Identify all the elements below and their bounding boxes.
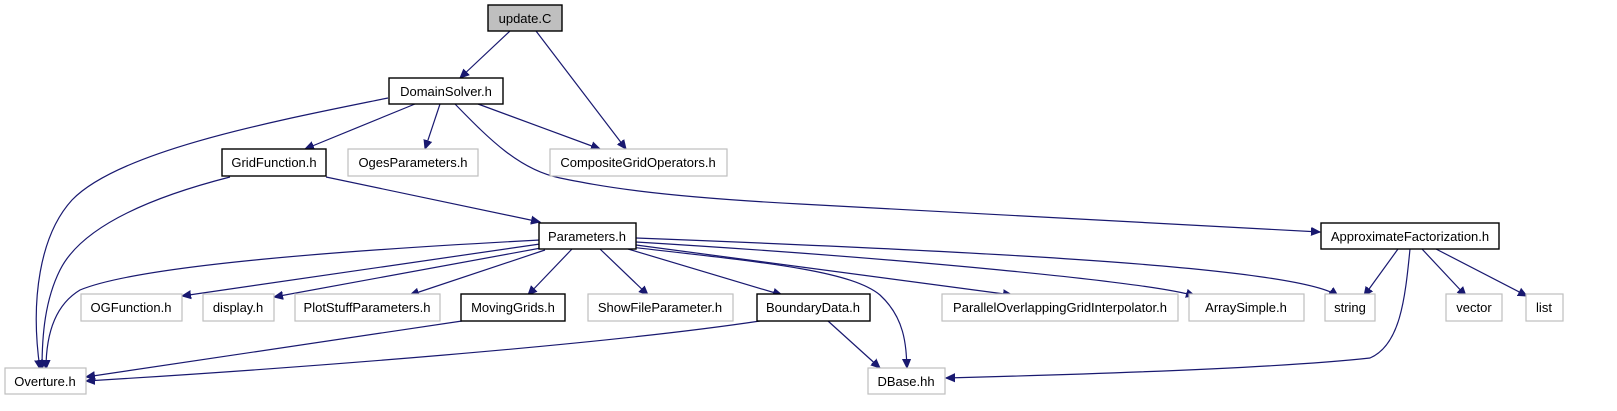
node-plotstuffparameters-h[interactable]: PlotStuffParameters.h [294,293,441,322]
node-label-paralleloverlappinggridinterpolator-h: ParallelOverlappingGridInterpolator.h [953,300,1167,315]
edge-parameters-h-to-string [635,237,1338,296]
edge-update-c-to-compositegridoperators-h [535,30,626,149]
node-vector[interactable]: vector [1445,293,1503,322]
edge-layer [36,30,1527,381]
edge-parameters-h-to-showfileparameter-h [599,248,648,295]
edge-gridfunction-h-to-parameters-h [325,176,540,222]
node-boundarydata-h[interactable]: BoundaryData.h [756,293,871,322]
edge-parameters-h-to-movinggrids-h [528,248,573,295]
node-label-vector: vector [1456,300,1492,315]
edge-update-c-to-domainsolver-h [460,30,511,78]
node-label-boundarydata-h: BoundaryData.h [766,300,860,315]
node-label-ogfunction-h: OGFunction.h [91,300,172,315]
node-label-parameters-h: Parameters.h [548,229,626,244]
node-display-h[interactable]: display.h [202,293,275,322]
node-domainsolver-h[interactable]: DomainSolver.h [388,77,504,105]
edge-parameters-h-to-plotstuffparameters-h [410,249,546,295]
edge-approximatefactorization-h-to-string [1364,248,1399,296]
node-label-arraysimple-h: ArraySimple.h [1205,300,1287,315]
node-label-approximatefactorization-h: ApproximateFactorization.h [1331,229,1489,244]
node-label-domainsolver-h: DomainSolver.h [400,84,492,99]
node-label-list: list [1536,300,1552,315]
edge-parameters-h-to-paralleloverlappinggridinterpolator-h [635,244,1012,295]
node-ogesparameters-h[interactable]: OgesParameters.h [347,148,479,177]
edge-parameters-h-to-display-h [274,247,542,297]
node-label-showfileparameter-h: ShowFileParameter.h [598,300,722,315]
node-label-display-h: display.h [213,300,263,315]
node-update-c[interactable]: update.C [487,4,563,32]
node-compositegridoperators-h[interactable]: CompositeGridOperators.h [549,148,728,177]
edge-approximatefactorization-h-to-dbase-hh [946,248,1411,378]
edge-parameters-h-to-boundarydata-h [627,248,782,295]
node-label-compositegridoperators-h: CompositeGridOperators.h [560,155,715,170]
edge-approximatefactorization-h-to-list [1435,248,1527,296]
node-label-movinggrids-h: MovingGrids.h [471,300,555,315]
edge-boundarydata-h-to-overture-h [86,320,761,381]
node-gridfunction-h[interactable]: GridFunction.h [221,148,327,177]
edge-domainsolver-h-to-compositegridoperators-h [477,103,600,149]
edge-parameters-h-to-overture-h [46,239,541,369]
edge-domainsolver-h-to-ogesparameters-h [425,103,441,149]
edge-domainsolver-h-to-overture-h [36,97,389,369]
node-label-gridfunction-h: GridFunction.h [231,155,316,170]
node-label-ogesparameters-h: OgesParameters.h [358,155,467,170]
node-dbase-hh[interactable]: DBase.hh [867,367,946,395]
node-layer: update.C DomainSolver.h GridFunction.h O… [4,4,1564,395]
node-approximatefactorization-h[interactable]: ApproximateFactorization.h [1320,222,1500,250]
node-movinggrids-h[interactable]: MovingGrids.h [460,293,566,322]
edge-domainsolver-h-to-gridfunction-h [305,103,416,149]
node-label-plotstuffparameters-h: PlotStuffParameters.h [304,300,431,315]
node-list[interactable]: list [1525,293,1564,322]
node-label-update-c: update.C [499,11,552,26]
edge-gridfunction-h-to-overture-h [42,176,231,369]
node-label-string: string [1334,300,1366,315]
edge-movinggrids-h-to-overture-h [86,320,463,377]
node-ogfunction-h[interactable]: OGFunction.h [80,293,183,322]
edge-boundarydata-h-to-dbase-hh [827,320,880,368]
node-overture-h[interactable]: Overture.h [4,367,87,395]
edge-parameters-h-to-ogfunction-h [182,243,541,296]
edge-parameters-h-to-dbase-hh [629,246,907,368]
edge-approximatefactorization-h-to-vector [1421,248,1466,296]
node-showfileparameter-h[interactable]: ShowFileParameter.h [587,293,734,322]
node-arraysimple-h[interactable]: ArraySimple.h [1188,293,1305,322]
node-label-overture-h: Overture.h [14,374,75,389]
node-label-dbase-hh: DBase.hh [877,374,934,389]
node-paralleloverlappinggridinterpolator-h[interactable]: ParallelOverlappingGridInterpolator.h [941,293,1179,322]
edge-parameters-h-to-arraysimple-h [635,241,1195,296]
node-string[interactable]: string [1324,293,1376,322]
node-parameters-h[interactable]: Parameters.h [538,222,637,250]
